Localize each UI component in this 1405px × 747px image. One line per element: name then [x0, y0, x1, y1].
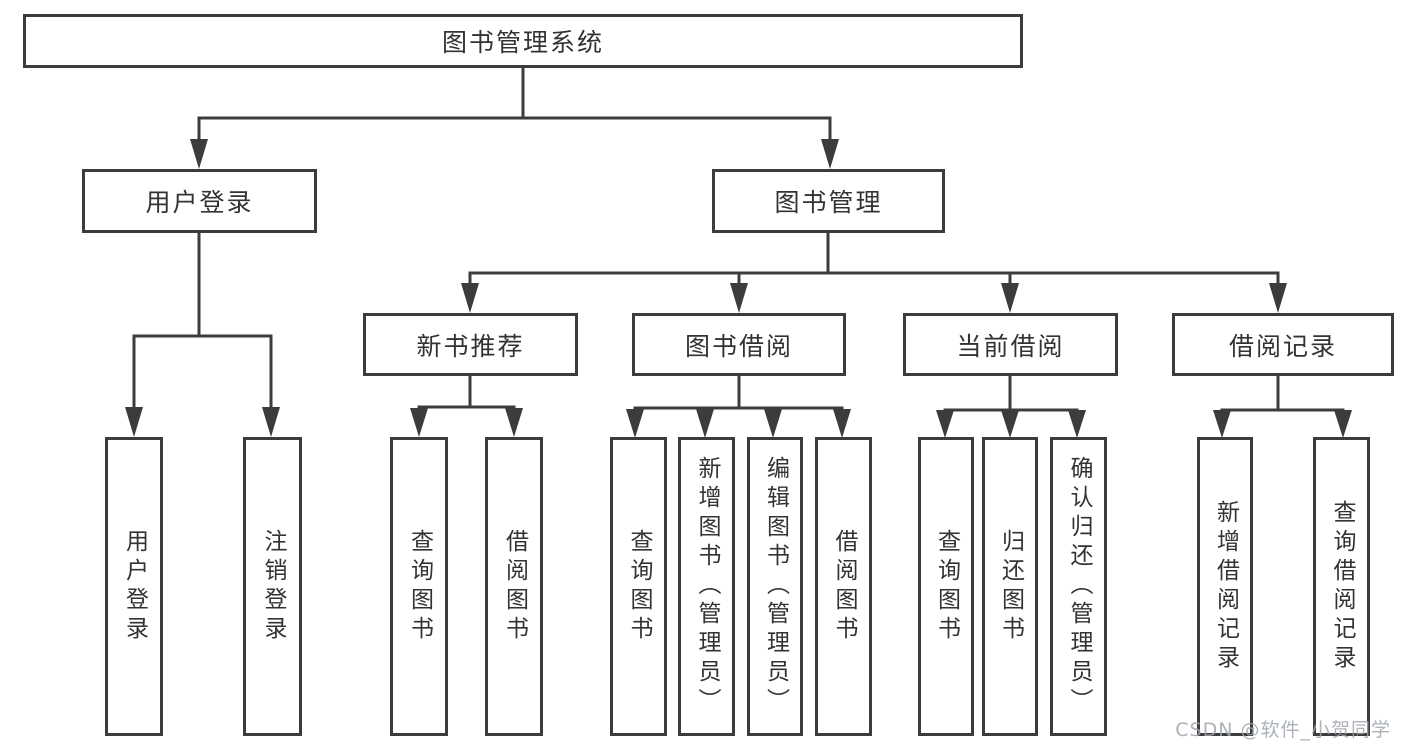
leaf-borrow-books-label: 借阅图书 [831, 528, 857, 645]
leaf-add-books-admin-label: 新增图书（管理员） [694, 456, 720, 717]
leaf-query-books-borrow: 查询图书 [610, 437, 667, 736]
node-user-login-label: 用户登录 [145, 188, 254, 217]
leaf-borrow-books-newbooks-label: 借阅图书 [501, 528, 528, 645]
leaf-confirm-return-admin: 确认归还（管理员） [1050, 437, 1107, 736]
leaf-add-books-admin: 新增图书（管理员） [678, 437, 735, 736]
node-borrow-records: 借阅记录 [1172, 313, 1394, 376]
node-root-library-system: 图书管理系统 [23, 14, 1023, 68]
leaf-add-borrow-record-label: 新增借阅记录 [1212, 499, 1239, 674]
node-new-books: 新书推荐 [363, 313, 578, 376]
connector-book-management-to-level3 [461, 233, 1287, 313]
leaf-query-borrow-record: 查询借阅记录 [1313, 437, 1370, 736]
connector-user-login-to-leaves [125, 233, 280, 437]
leaf-return-books: 归还图书 [982, 437, 1038, 736]
leaf-query-borrow-record-label: 查询借阅记录 [1329, 499, 1355, 674]
leaf-edit-books-admin-label: 编辑图书（管理员） [762, 456, 789, 717]
node-book-management: 图书管理 [712, 169, 945, 233]
leaf-borrow-books: 借阅图书 [815, 437, 872, 736]
leaf-borrow-books-newbooks: 借阅图书 [485, 437, 543, 736]
leaf-query-books-newbooks: 查询图书 [390, 437, 448, 736]
node-user-login: 用户登录 [82, 169, 317, 233]
leaf-return-books-label: 归还图书 [997, 528, 1024, 645]
leaf-logout-label: 注销登录 [260, 528, 286, 645]
connector-current-borrow-to-leaves [936, 376, 1086, 438]
leaf-user-login-label: 用户登录 [121, 528, 148, 645]
node-new-books-label: 新书推荐 [416, 331, 525, 361]
leaf-query-books-current-label: 查询图书 [933, 528, 960, 645]
leaf-edit-books-admin: 编辑图书（管理员） [747, 437, 803, 736]
leaf-user-login: 用户登录 [105, 437, 163, 736]
connector-root-to-level2 [190, 68, 839, 169]
node-borrow-records-label: 借阅记录 [1228, 331, 1337, 361]
connector-book-borrow-to-leaves [626, 376, 851, 438]
node-root-label: 图书管理系统 [441, 28, 604, 57]
csdn-watermark: CSDN @软件_小贺同学 [1175, 719, 1391, 741]
leaf-query-books-current: 查询图书 [918, 437, 974, 736]
node-book-management-label: 图书管理 [774, 188, 883, 217]
leaf-query-books-borrow-label: 查询图书 [626, 528, 652, 645]
connector-new-books-to-leaves [410, 376, 523, 437]
leaf-query-books-newbooks-label: 查询图书 [406, 528, 433, 645]
leaf-add-borrow-record: 新增借阅记录 [1197, 437, 1253, 736]
node-current-borrow: 当前借阅 [903, 313, 1118, 376]
leaf-logout: 注销登录 [243, 437, 302, 736]
node-book-borrow-label: 图书借阅 [684, 331, 793, 361]
connector-borrow-records-to-leaves [1213, 376, 1352, 438]
node-book-borrow: 图书借阅 [632, 313, 846, 376]
leaf-confirm-return-admin-label: 确认归还（管理员） [1066, 456, 1092, 717]
node-current-borrow-label: 当前借阅 [956, 331, 1065, 361]
